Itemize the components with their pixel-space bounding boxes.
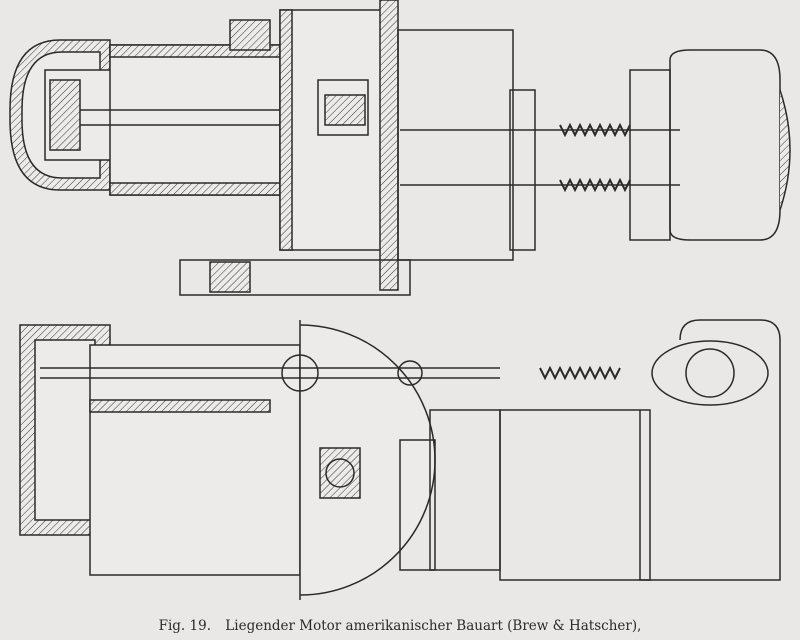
figure-caption-text: Liegender Motor amerikanischer Bauart (B… [225, 618, 642, 634]
top-section-view [9, 0, 791, 296]
lower-spring [539, 365, 621, 381]
figure-number: Fig. 19. [158, 618, 211, 634]
engine-technical-drawing [9, 0, 791, 600]
upper-springs [559, 122, 631, 193]
figure-caption: Fig. 19. Liegender Motor amerikanischer … [0, 618, 800, 634]
bottom-side-view [19, 319, 781, 600]
